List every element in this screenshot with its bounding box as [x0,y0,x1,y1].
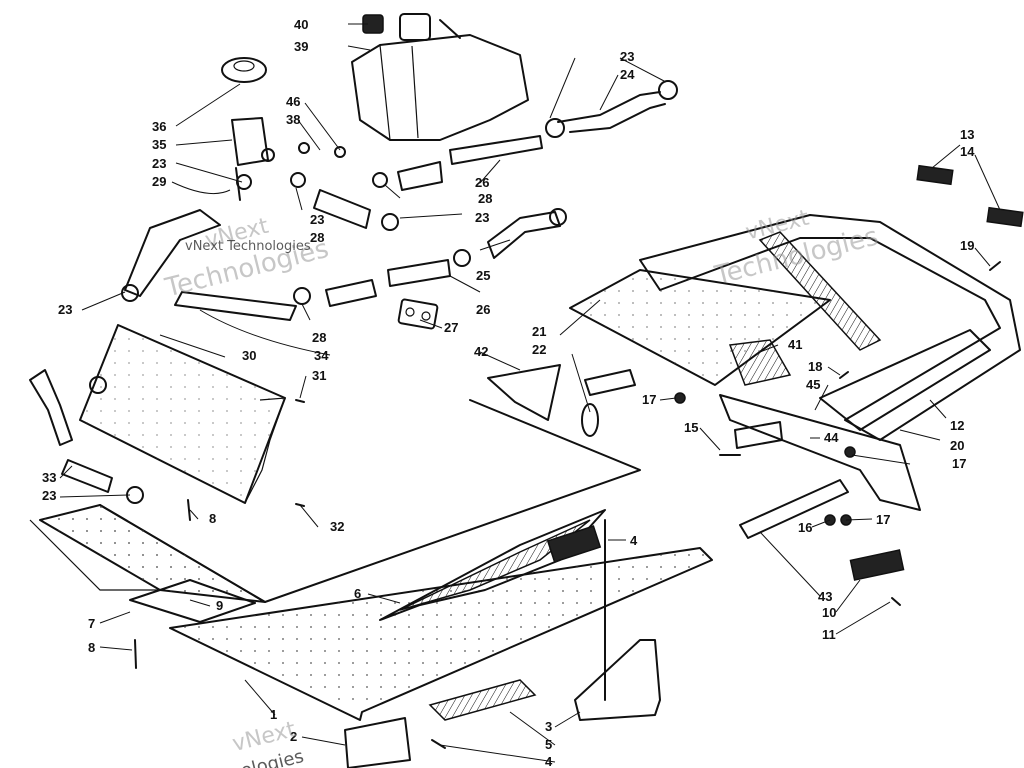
callout: 20 [950,438,964,453]
rear-decals [916,164,1024,228]
callout: 23 [152,156,166,171]
coolant-tank [351,13,529,141]
callout: 28 [312,330,326,345]
callout: 5 [545,737,552,752]
callout: 44 [824,430,839,445]
callout: 24 [620,67,635,82]
callout: 39 [294,39,308,54]
callout: 27 [444,320,458,335]
callout: 28 [310,230,324,245]
callout: 29 [152,174,166,189]
callout: 14 [960,144,975,159]
callout: 42 [474,344,488,359]
callout: 4 [630,533,638,548]
hardware [134,261,1001,768]
callout: 11 [822,627,836,642]
leader-lines [59,23,1001,763]
watermark: vNext Technologies [188,717,306,768]
callout: 32 [330,519,344,534]
callout: 30 [242,348,256,363]
heat-exchanger [79,324,286,504]
hose-bracket [397,298,439,330]
callout: 25 [476,268,490,283]
decal-580 [379,509,606,621]
callout: 34 [314,348,329,363]
callout: 19 [960,238,974,253]
callout: 3 [545,719,552,734]
callout: 23 [310,212,324,227]
callout: 2 [290,729,297,744]
callout: 8 [209,511,216,526]
callout: 31 [312,368,326,383]
callout: 17 [952,456,966,471]
callout: 23 [42,488,56,503]
callout: 15 [684,420,698,435]
tunnel-pan [29,399,713,721]
callout: 40 [294,17,308,32]
callout: 36 [152,119,166,134]
callout: 38 [286,112,300,127]
callout: 18 [808,359,822,374]
callout: 23 [620,49,634,64]
callout: 12 [950,418,964,433]
callout: 22 [532,342,546,357]
callout: 6 [354,586,361,601]
hose-clamps [89,80,678,504]
callout: 21 [532,324,546,339]
callout: 17 [642,392,656,407]
callout: 46 [286,94,300,109]
callout-labels: 40 39 36 35 23 29 46 38 23 24 28 26 23 2… [42,17,975,768]
callout: 41 [788,337,802,352]
rear-bumper [569,214,1021,511]
callout: 8 [88,640,95,655]
callout: 1 [270,707,277,722]
callout: 23 [475,210,489,225]
filler-neck [221,57,275,201]
callout: 28 [478,191,492,206]
callout: 43 [818,589,832,604]
hoses [29,91,666,493]
callout: 16 [798,520,812,535]
callout: 23 [58,302,72,317]
callout: 10 [822,605,836,620]
callout: 26 [475,175,489,190]
callout: 9 [216,598,223,613]
callout: 4 [545,754,553,768]
callout: 26 [476,302,490,317]
callout: 35 [152,137,166,152]
callout: 7 [88,616,95,631]
callout: 17 [876,512,890,527]
callout: 45 [806,377,820,392]
watermark-line1: vNext Technologies [185,239,311,254]
callout: 13 [960,127,974,142]
callout: 33 [42,470,56,485]
